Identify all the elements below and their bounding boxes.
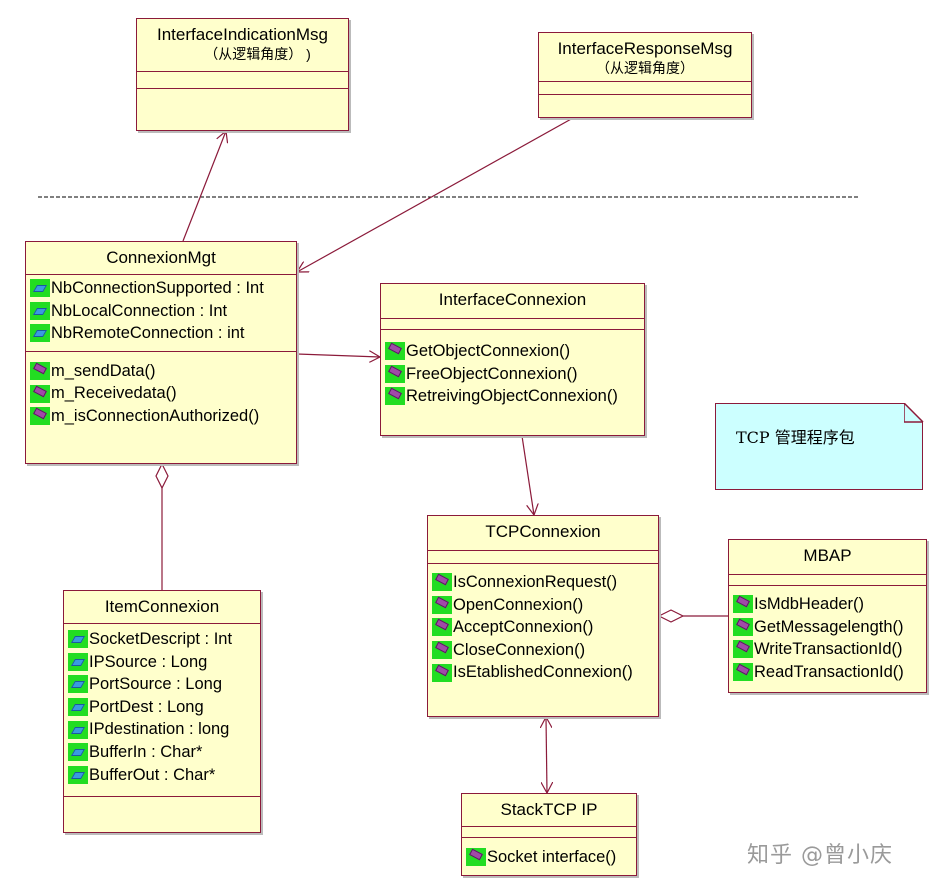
operation-icon — [733, 595, 753, 614]
operation-icon — [432, 595, 452, 614]
class-subtitle: （从逻辑角度） — [596, 60, 694, 76]
operation-icon — [432, 641, 452, 660]
operation-row: ReadTransactionId() — [733, 661, 926, 684]
class-name: ItemConnexion — [104, 597, 220, 616]
operation-row: RetreivingObjectConnexion() — [385, 385, 644, 408]
operation-icon — [733, 663, 753, 682]
operation-row: m_sendData() — [30, 360, 296, 383]
attribute-icon — [68, 765, 88, 784]
operations-compartment — [137, 88, 348, 89]
operation-icon — [432, 573, 452, 592]
class-name: StackTCP IP — [500, 800, 598, 819]
attribute-icon — [68, 698, 88, 717]
operation-row: GetObjectConnexion() — [385, 340, 644, 363]
attributes-compartment — [462, 826, 636, 837]
operation-row: m_Receivedata() — [30, 382, 296, 405]
class-mbap[interactable]: MBAP IsMdbHeader() GetMessagelength() Wr… — [728, 539, 927, 693]
class-name: InterfaceConnexion — [438, 290, 587, 309]
class-name: TCPConnexion — [485, 522, 601, 541]
class-name: ConnexionMgt — [106, 248, 216, 267]
operation-row: IsEtablishedConnexion() — [432, 661, 658, 684]
class-name: InterfaceIndicationMsg — [156, 25, 329, 44]
operation-row: Socket interface() — [466, 846, 636, 869]
operation-icon — [432, 618, 452, 637]
attributes-compartment — [137, 71, 348, 88]
operation-icon — [466, 848, 486, 867]
attributes-compartment — [729, 574, 926, 585]
operation-icon — [385, 364, 405, 383]
operations-compartment: m_sendData() m_Receivedata() m_isConnect… — [26, 350, 296, 428]
class-stack-tcp-ip[interactable]: StackTCP IP Socket interface() — [461, 793, 637, 876]
attribute-row: NbConnectionSupported : Int — [30, 277, 296, 300]
attributes-compartment — [539, 81, 751, 94]
class-connexion-mgt[interactable]: ConnexionMgt NbConnectionSupported : Int… — [25, 241, 297, 464]
operation-row: AcceptConnexion() — [432, 616, 658, 639]
attribute-icon — [30, 324, 50, 343]
operation-icon — [385, 387, 405, 406]
watermark: 知乎 @曾小庆 — [747, 843, 893, 868]
operations-compartment: GetObjectConnexion() FreeObjectConnexion… — [381, 329, 644, 408]
class-item-connexion[interactable]: ItemConnexion SocketDescript : Int IPSou… — [63, 590, 261, 833]
operation-row: CloseConnexion() — [432, 639, 658, 662]
attribute-icon — [30, 279, 50, 298]
class-interface-indication-msg[interactable]: InterfaceIndicationMsg （从逻辑角度） ) — [136, 18, 349, 131]
operations-compartment: IsConnexionRequest() OpenConnexion() Acc… — [428, 563, 658, 684]
attributes-compartment — [381, 318, 644, 329]
attribute-icon — [68, 675, 88, 694]
link-response-to-connexionmgt — [297, 117, 574, 272]
attribute-row: SocketDescript : Int — [68, 628, 260, 651]
attribute-row: NbRemoteConnection : int — [30, 322, 296, 345]
link-tcpconnexion-to-stacktcpip — [546, 717, 547, 793]
attributes-compartment: SocketDescript : Int IPSource : Long Por… — [64, 623, 260, 796]
operation-row: OpenConnexion() — [432, 594, 658, 617]
link-connexionmgt-to-interfaceconnexion — [296, 354, 380, 357]
attribute-icon — [68, 743, 88, 762]
link-connexionmgt-to-indication — [182, 131, 226, 242]
attribute-icon — [68, 630, 88, 649]
attribute-icon — [68, 720, 88, 739]
operation-row: IsMdbHeader() — [733, 593, 926, 616]
operation-row: IsConnexionRequest() — [432, 571, 658, 594]
attribute-row: IPdestination : long — [68, 718, 260, 741]
operations-compartment — [539, 94, 751, 95]
attribute-row: BufferIn : Char* — [68, 741, 260, 764]
attribute-row: PortSource : Long — [68, 673, 260, 696]
operation-icon — [432, 663, 452, 682]
operation-icon — [30, 362, 50, 381]
attribute-row: NbLocalConnection : Int — [30, 300, 296, 323]
attributes-compartment: NbConnectionSupported : Int NbLocalConne… — [26, 274, 296, 351]
package-note[interactable]: TCP 管理程序包 — [715, 402, 924, 490]
operations-compartment: IsMdbHeader() GetMessagelength() WriteTr… — [729, 585, 926, 683]
note-text: TCP 管理程序包 — [736, 428, 855, 447]
operation-icon — [30, 384, 50, 403]
aggregation-diamond-tcpconnexion — [657, 609, 685, 623]
class-subtitle: （从逻辑角度） ) — [204, 46, 311, 62]
operation-row: WriteTransactionId() — [733, 638, 926, 661]
class-tcp-connexion[interactable]: TCPConnexion IsConnexionRequest() OpenCo… — [427, 515, 659, 717]
class-name: MBAP — [803, 546, 852, 565]
operation-icon — [733, 617, 753, 636]
operation-icon — [733, 640, 753, 659]
attribute-row: IPSource : Long — [68, 651, 260, 674]
attribute-icon — [68, 652, 88, 671]
class-interface-connexion[interactable]: InterfaceConnexion GetObjectConnexion() … — [380, 283, 645, 436]
operation-row: GetMessagelength() — [733, 616, 926, 639]
attribute-row: PortDest : Long — [68, 696, 260, 719]
link-interfaceconnexion-to-tcpconnexion — [521, 435, 534, 515]
operations-compartment — [64, 796, 260, 798]
attributes-compartment — [428, 550, 658, 563]
operation-icon — [30, 407, 50, 426]
class-name: InterfaceResponseMsg — [557, 39, 733, 58]
operation-row: m_isConnectionAuthorized() — [30, 405, 296, 428]
operation-icon — [385, 342, 405, 361]
operation-row: FreeObjectConnexion() — [385, 363, 644, 386]
class-interface-response-msg[interactable]: InterfaceResponseMsg （从逻辑角度） — [538, 32, 752, 118]
attribute-row: BufferOut : Char* — [68, 764, 260, 787]
attribute-icon — [30, 301, 50, 320]
note-folded-corner — [903, 402, 924, 423]
aggregation-diamond-connexionmgt — [155, 462, 169, 490]
operations-compartment: Socket interface() — [462, 837, 636, 869]
